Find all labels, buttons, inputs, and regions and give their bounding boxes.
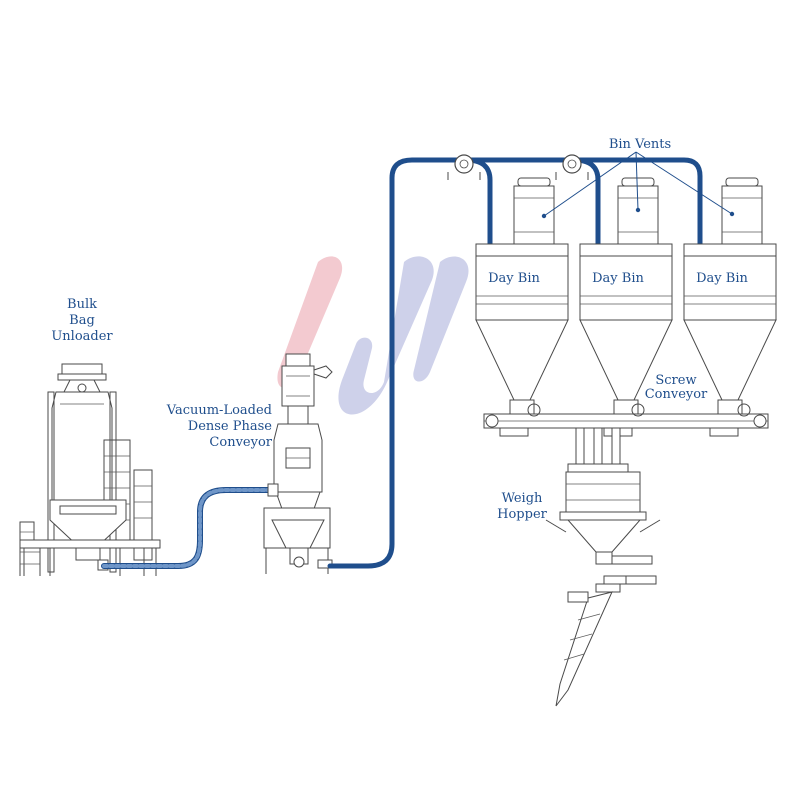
vacuum-conveyor-label-line-2: Dense Phase xyxy=(188,419,273,434)
day-bin-label-3: Day Bin xyxy=(696,271,748,286)
bulk-bag-unloader-label-line-3: Unloader xyxy=(51,329,113,344)
screw-conveyor-label-line-1: Screw xyxy=(655,373,696,388)
weigh-hopper-machine xyxy=(545,427,661,707)
weigh-hopper-label-line-2: Hopper xyxy=(497,507,548,522)
bin-vents-label: Bin Vents xyxy=(609,137,671,152)
screw-conveyor-machine xyxy=(483,403,769,437)
labels: Bulk Bag Unloader Vacuum-Loaded Dense Ph… xyxy=(51,137,748,522)
day-bin-2 xyxy=(579,177,673,415)
day-bin-3 xyxy=(683,177,777,415)
vacuum-conveyor-label-line-1: Vacuum-Loaded xyxy=(166,403,272,418)
vacuum-conveyor-label-line-3: Conveyor xyxy=(209,435,272,450)
flexible-hose xyxy=(101,487,275,569)
bulk-bag-unloader-label-line-2: Bag xyxy=(69,313,95,328)
conveying-line xyxy=(327,154,703,569)
vacuum-conveyor-machine xyxy=(263,353,333,574)
screw-conveyor-label-line-2: Conveyor xyxy=(645,387,708,402)
bin-vents-leaders xyxy=(541,151,735,219)
bulk-bag-unloader-label-line-1: Bulk xyxy=(67,297,97,312)
day-bin-label-1: Day Bin xyxy=(488,271,540,286)
bulk-bag-unloader-machine xyxy=(19,363,161,576)
weigh-hopper-label-line-1: Weigh xyxy=(502,491,543,506)
day-bin-1 xyxy=(475,177,569,415)
day-bin-label-2: Day Bin xyxy=(592,271,644,286)
